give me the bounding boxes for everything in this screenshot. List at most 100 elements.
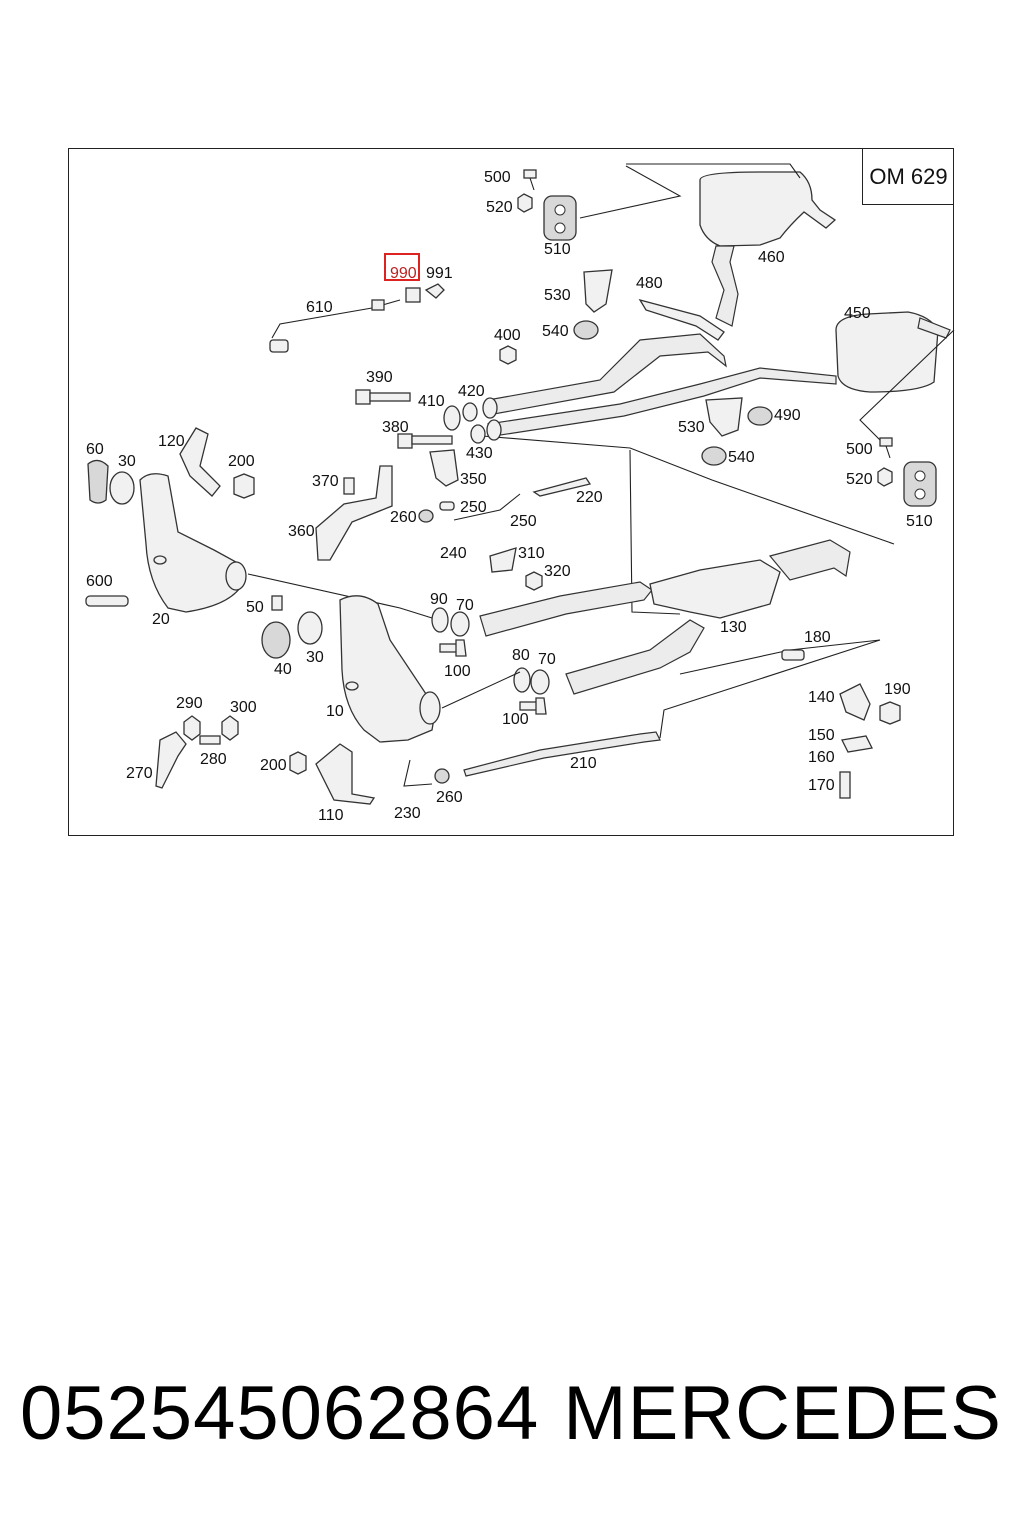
callout: 260 <box>436 789 463 806</box>
bracket-140 <box>839 683 871 721</box>
bolt-280 <box>199 735 221 745</box>
callout: 160 <box>808 749 835 766</box>
callout: 500 <box>846 441 873 458</box>
callout: 420 <box>458 383 485 400</box>
catalytic-converter-20 <box>139 473 247 613</box>
bracket-480 <box>638 298 725 341</box>
callout: 40 <box>274 661 292 678</box>
sensor-610 <box>269 283 445 353</box>
rubber-hanger-510 <box>543 195 577 241</box>
leader-line <box>659 639 881 739</box>
callout: 70 <box>538 651 556 668</box>
callout: 320 <box>544 563 571 580</box>
callout: 70 <box>456 597 474 614</box>
part-number-main: 05254506286 <box>20 1371 496 1456</box>
callout: 30 <box>306 649 324 666</box>
nut-290 <box>183 715 201 741</box>
callout: 220 <box>576 489 603 506</box>
callout: 480 <box>636 275 663 292</box>
rubber-mount-540-lower <box>701 446 727 466</box>
callout: 30 <box>118 453 136 470</box>
bolt-170 <box>839 771 851 799</box>
callout: 520 <box>846 471 873 488</box>
callout: 990 <box>390 265 417 282</box>
callout: 200 <box>260 757 287 774</box>
bolt-390 <box>355 389 411 405</box>
ring-30-left <box>109 471 135 505</box>
clip-180 <box>781 649 805 661</box>
heat-shield-310 <box>489 547 517 573</box>
callout-labels: 500 520 510 460 990 991 610 530 480 540 … <box>86 169 933 824</box>
center-muffler-450 <box>835 311 951 393</box>
callout: 150 <box>808 727 835 744</box>
callout: 540 <box>728 449 755 466</box>
callout: 20 <box>152 611 170 628</box>
bracket-360 <box>315 465 393 561</box>
bracket-530-lower <box>705 397 743 437</box>
leader-line <box>579 165 682 219</box>
callout: 100 <box>444 663 471 680</box>
callout: 130 <box>720 619 747 636</box>
callout: 170 <box>808 777 835 794</box>
callout: 280 <box>200 751 227 768</box>
part-number-suffix: 4 <box>495 1371 540 1456</box>
callout: 510 <box>906 513 933 530</box>
callout: 360 <box>288 523 315 540</box>
callout: 50 <box>246 599 264 616</box>
bolt-50 <box>271 595 283 611</box>
callout: 520 <box>486 199 513 216</box>
diagram-frame <box>68 148 954 836</box>
rubber-hanger-510-right <box>903 461 937 507</box>
callout: 260 <box>390 509 417 526</box>
callout: 490 <box>774 407 801 424</box>
leader-line <box>247 573 433 619</box>
engine-code-box: OM 629 <box>862 149 954 205</box>
bolt-320 <box>525 571 543 591</box>
caption: 052545062864 MERCEDES <box>0 1370 1024 1470</box>
nut-400 <box>499 345 517 365</box>
engine-code: OM 629 <box>869 163 948 189</box>
callout: 100 <box>502 711 529 728</box>
leader-line <box>629 449 681 615</box>
nut-200-upper <box>233 473 255 499</box>
nut-200-lower <box>289 751 307 775</box>
leader-line <box>441 671 521 709</box>
callout: 430 <box>466 445 493 462</box>
bracket-270 <box>155 731 187 789</box>
bracket-350 <box>429 449 459 487</box>
bracket-150-160 <box>841 735 873 753</box>
callout: 390 <box>366 369 393 386</box>
callout: 290 <box>176 695 203 712</box>
gasket-410 <box>443 405 461 431</box>
bolt-500-right <box>879 437 893 459</box>
callout: 90 <box>430 591 448 608</box>
callout: 190 <box>884 681 911 698</box>
callout: 80 <box>512 647 530 664</box>
exhaust-system-diagram: 500 520 510 460 990 991 610 530 480 540 … <box>85 163 955 824</box>
callout: 510 <box>544 241 571 258</box>
callout: 310 <box>518 545 545 562</box>
callout: 410 <box>418 393 445 410</box>
ring-30-lower <box>297 611 323 645</box>
bolt-100-lower <box>519 697 547 715</box>
clip-260-upper <box>418 509 434 523</box>
callout: 500 <box>484 169 511 186</box>
callout: 230 <box>394 805 421 822</box>
brand: MERCEDES <box>563 1371 1002 1456</box>
callout: 120 <box>158 433 185 450</box>
bolt-370 <box>343 477 355 495</box>
callout: 370 <box>312 473 339 490</box>
bracket-110 <box>315 743 376 805</box>
bolt-100-upper <box>439 639 467 657</box>
pipe-210 <box>463 731 661 777</box>
catalyst-130 <box>649 539 851 619</box>
callout: 450 <box>844 305 871 322</box>
rings-420-430 <box>462 397 502 444</box>
callout: 240 <box>440 545 467 562</box>
callout: 530 <box>544 287 571 304</box>
pipe-230 <box>403 759 433 787</box>
callout: 600 <box>86 573 113 590</box>
callout: 250 <box>510 513 537 530</box>
callout: 610 <box>306 299 333 316</box>
bolt-500 <box>523 169 537 191</box>
